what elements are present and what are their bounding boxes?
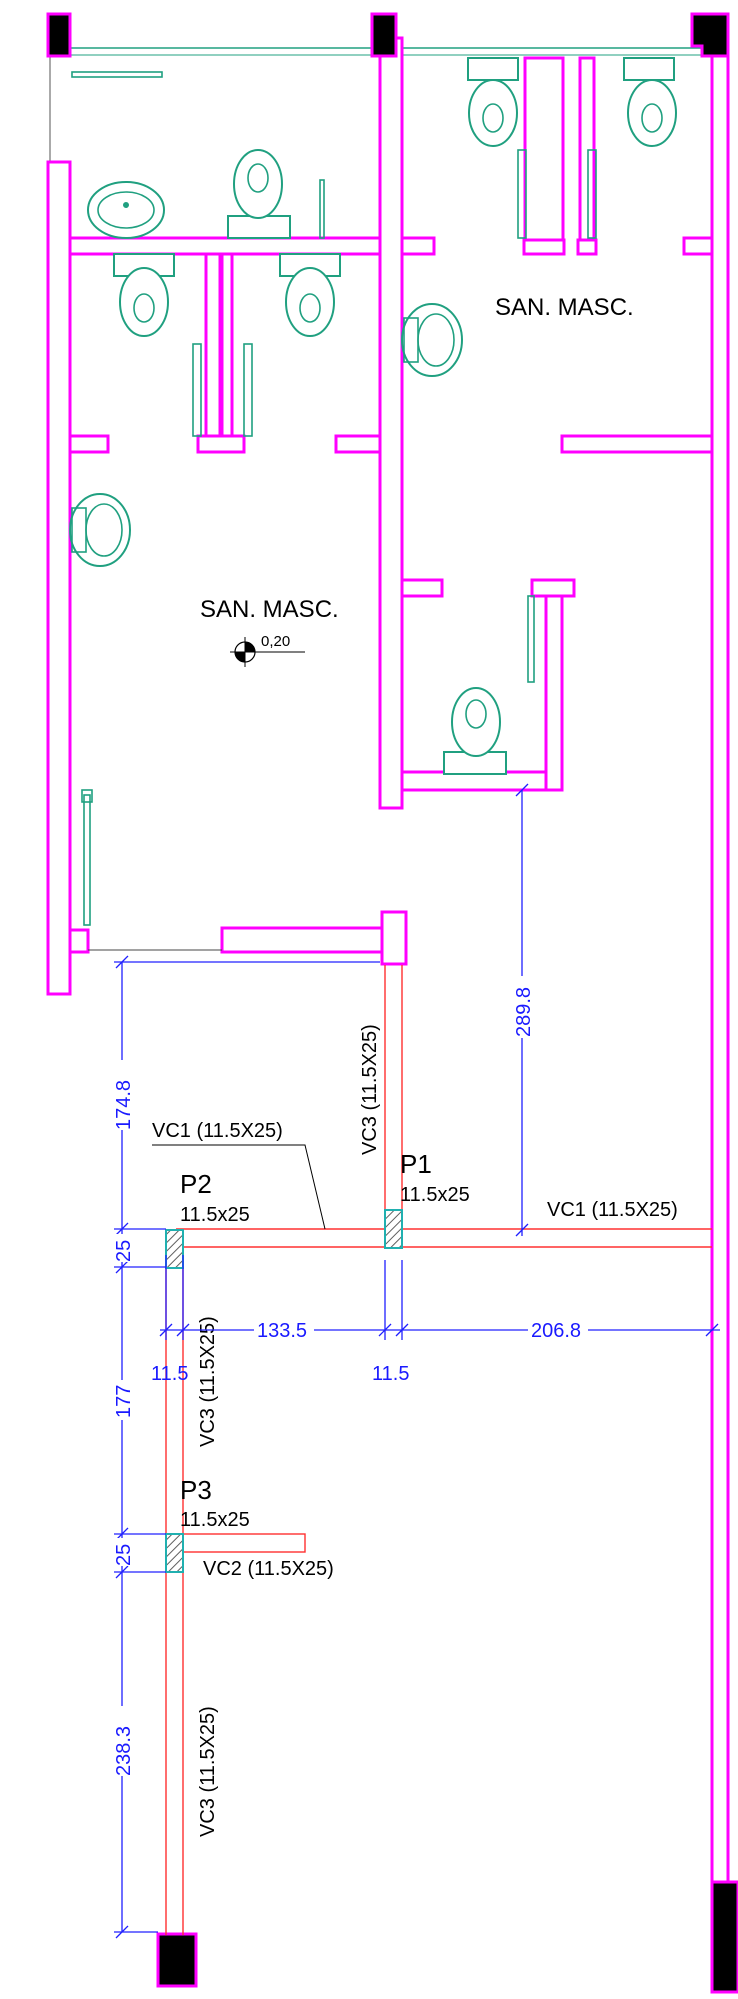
sink bbox=[69, 493, 131, 567]
pillar-p2 bbox=[165, 1229, 184, 1269]
structural-columns bbox=[46, 12, 738, 1994]
level-marker: 0,20 bbox=[230, 633, 305, 667]
dim-238-3: 238.3 bbox=[113, 1726, 135, 1776]
column-top-left bbox=[46, 12, 72, 58]
beam-label-vc1-left: VC1 (11.5X25) bbox=[152, 1120, 283, 1142]
walls bbox=[46, 36, 730, 1980]
column-top-center bbox=[370, 12, 398, 58]
dim-289-8: 289.8 bbox=[513, 987, 535, 1037]
room-label-upper-right: SAN. MASC. bbox=[495, 294, 634, 321]
dim-206-8: 206.8 bbox=[531, 1320, 581, 1342]
pillar-p2-name: P2 bbox=[180, 1169, 212, 1199]
dim-177: 177 bbox=[113, 1385, 135, 1418]
beams bbox=[165, 965, 712, 1935]
pillar-p2-size: 11.5x25 bbox=[180, 1204, 250, 1226]
toilet bbox=[227, 149, 291, 239]
column-top-right bbox=[690, 12, 730, 58]
beam-label-vc2: VC2 (11.5X25) bbox=[203, 1558, 334, 1580]
beam-label-vc3-mid: VC3 (11.5X25) bbox=[197, 1316, 219, 1447]
room-label-left: SAN. MASC. bbox=[200, 596, 339, 623]
sink bbox=[87, 181, 165, 239]
pillar-p3 bbox=[165, 1533, 184, 1573]
dimension-lines bbox=[114, 783, 720, 1939]
pillar-p1 bbox=[384, 1209, 403, 1249]
toilet bbox=[113, 253, 175, 337]
dim-133-5: 133.5 bbox=[257, 1320, 307, 1342]
toilet bbox=[623, 57, 677, 147]
toilet bbox=[443, 687, 507, 775]
sink bbox=[401, 303, 463, 377]
dim-174-8: 174.8 bbox=[113, 1080, 135, 1130]
dim-25-a: 25 bbox=[113, 1240, 135, 1262]
pillar-p1-name: P1 bbox=[400, 1149, 432, 1179]
central-wall bbox=[378, 36, 404, 810]
beam-label-vc3-bottom: VC3 (11.5X25) bbox=[197, 1706, 219, 1837]
pillar-p1-size: 11.5x25 bbox=[400, 1184, 470, 1206]
pillar-p3-size: 11.5x25 bbox=[180, 1509, 250, 1531]
level-value: 0,20 bbox=[261, 633, 290, 650]
column-bottom-right bbox=[710, 1880, 738, 1994]
toilet bbox=[467, 57, 519, 147]
dim-25-b: 25 bbox=[113, 1544, 135, 1566]
dim-11-5-b: 11.5 bbox=[372, 1363, 409, 1385]
dim-11-5-a: 11.5 bbox=[151, 1363, 188, 1385]
right-wall bbox=[710, 36, 730, 1980]
beam-label-vc1-right: VC1 (11.5X25) bbox=[547, 1199, 678, 1221]
pillar-p3-name: P3 bbox=[180, 1475, 212, 1505]
column-bottom-left bbox=[156, 1932, 198, 1988]
upper-cross-wall bbox=[68, 236, 382, 256]
fixtures bbox=[69, 57, 677, 775]
beam-label-vc3-top: VC3 (11.5X25) bbox=[359, 1024, 381, 1155]
left-wall bbox=[46, 160, 72, 996]
toilet bbox=[279, 253, 341, 337]
